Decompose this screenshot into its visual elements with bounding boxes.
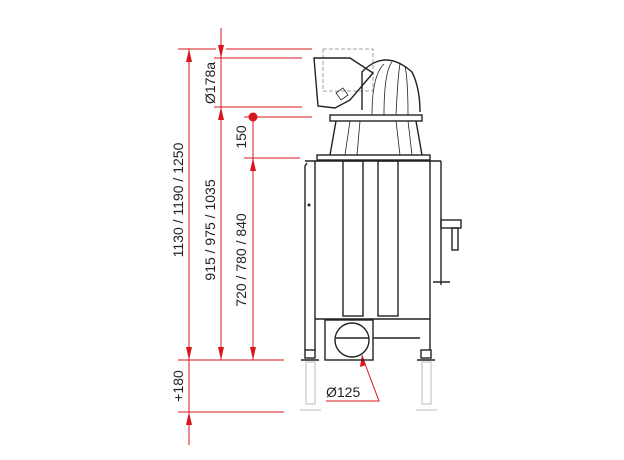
air-inlet-diameter-label: Ø125 [326,384,360,400]
air-inlet-circle [334,322,370,358]
flue-diameter-label: Ø178a [202,62,218,104]
dimension-lines [178,28,380,445]
body-height-label: 720 / 780 / 840 [233,213,249,307]
flue-height-label: 915 / 975 / 1035 [202,179,218,280]
stove-outline [300,48,462,411]
reference-dot [248,112,258,122]
leg-extension-label: +180 [170,370,186,402]
flue-offset-label: 150 [233,125,249,149]
total-height-label: 1130 / 1190 / 1250 [170,142,186,257]
